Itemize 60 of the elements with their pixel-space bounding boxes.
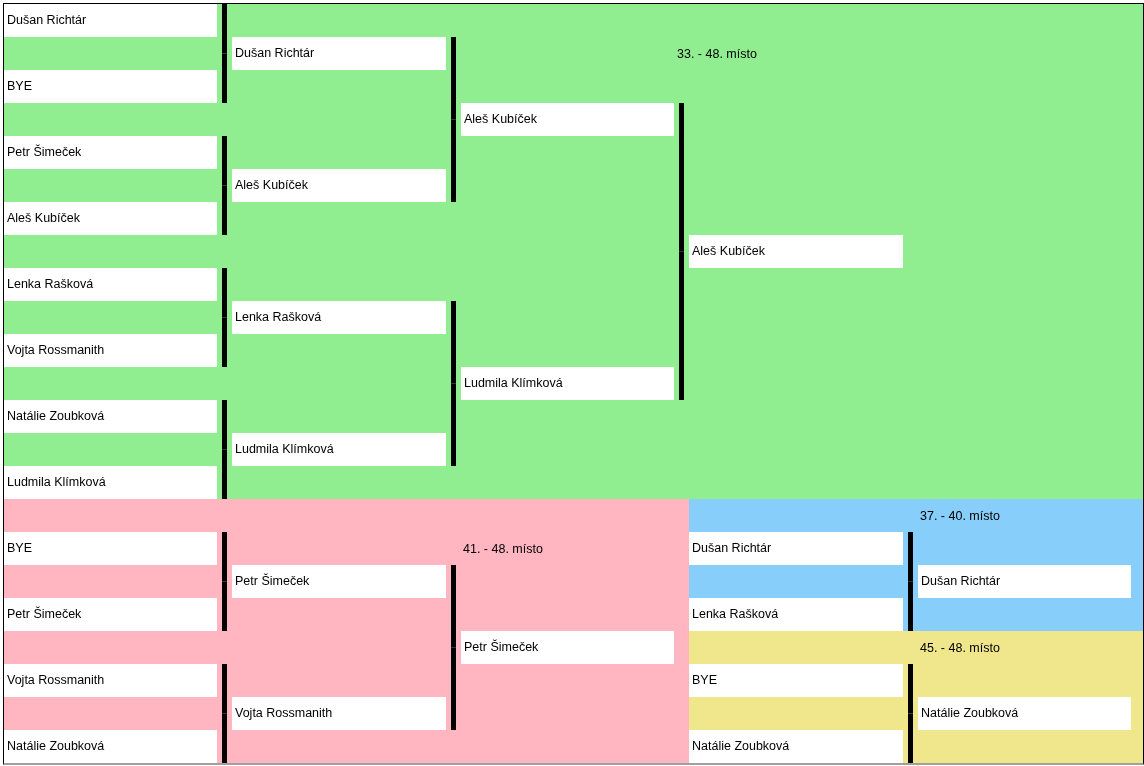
- bracket-line: [222, 317, 227, 367]
- player-slot: Ludmila Klímková: [232, 433, 446, 466]
- bracket-line: [222, 581, 227, 631]
- bracket-line: [679, 103, 684, 252]
- player-slot: Lenka Rašková: [689, 598, 903, 631]
- player-slot: Vojta Rossmanith: [232, 697, 446, 730]
- bracket-line: [451, 37, 456, 120]
- placement-heading: 33. - 48. místo: [677, 47, 757, 62]
- bracket-line: [222, 664, 227, 714]
- placement-panel: [4, 4, 1143, 499]
- player-slot: Aleš Kubíček: [232, 169, 446, 202]
- placement-panel: [689, 631, 1143, 763]
- player-slot: Dušan Richtár: [918, 565, 1131, 598]
- player-slot: Natálie Zoubková: [918, 697, 1131, 730]
- bracket-line: [222, 53, 227, 103]
- player-slot: Natálie Zoubková: [4, 730, 217, 763]
- bracket-line: [908, 664, 913, 714]
- bracket-line: [222, 713, 227, 763]
- player-slot: Natálie Zoubková: [4, 400, 217, 433]
- player-slot: BYE: [4, 532, 217, 565]
- bracket-line: [451, 647, 456, 730]
- player-slot: Dušan Richtár: [689, 532, 903, 565]
- placement-heading: 37. - 40. místo: [920, 509, 1000, 524]
- bracket-line: [908, 713, 913, 763]
- bracket-line: [222, 400, 227, 450]
- placement-heading: 41. - 48. místo: [463, 542, 543, 557]
- player-slot: Dušan Richtár: [4, 4, 217, 37]
- placement-panel: [689, 499, 1143, 631]
- player-slot: Petr Šimeček: [461, 631, 674, 664]
- player-slot: BYE: [4, 70, 217, 103]
- bracket-line: [222, 185, 227, 235]
- bracket-line: [451, 565, 456, 648]
- player-slot: Vojta Rossmanith: [4, 334, 217, 367]
- player-slot: Aleš Kubíček: [4, 202, 217, 235]
- player-slot: Ludmila Klímková: [4, 466, 217, 499]
- player-slot: Vojta Rossmanith: [4, 664, 217, 697]
- bracket-line: [451, 383, 456, 466]
- bracket-line: [451, 301, 456, 384]
- bracket-line: [908, 532, 913, 582]
- bracket-line: [451, 119, 456, 202]
- placement-panel: [4, 499, 689, 763]
- player-slot: Petr Šimeček: [4, 598, 217, 631]
- placement-heading: 45. - 48. místo: [920, 641, 1000, 656]
- bracket-line: [679, 251, 684, 400]
- bracket-line: [222, 4, 227, 54]
- bracket-line: [222, 268, 227, 318]
- bracket-line: [908, 581, 913, 631]
- player-slot: BYE: [689, 664, 903, 697]
- player-slot: Ludmila Klímková: [461, 367, 674, 400]
- player-slot: Natálie Zoubková: [689, 730, 903, 763]
- player-slot: Dušan Richtár: [232, 37, 446, 70]
- player-slot: Petr Šimeček: [4, 136, 217, 169]
- player-slot: Petr Šimeček: [232, 565, 446, 598]
- player-slot: Aleš Kubíček: [689, 235, 903, 268]
- player-slot: Aleš Kubíček: [461, 103, 674, 136]
- bracket-line: [222, 532, 227, 582]
- player-slot: Lenka Rašková: [232, 301, 446, 334]
- bracket-line: [222, 449, 227, 499]
- bracket-line: [222, 136, 227, 186]
- player-slot: Lenka Rašková: [4, 268, 217, 301]
